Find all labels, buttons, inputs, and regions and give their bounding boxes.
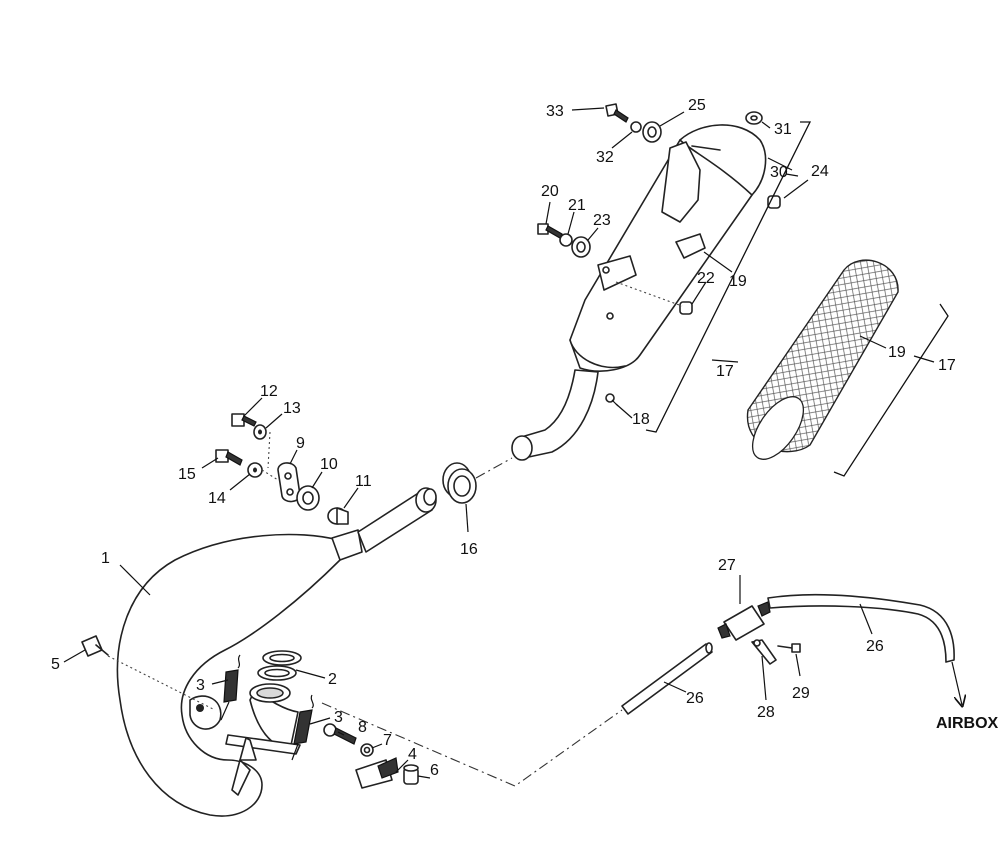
callout-26-right: 26 <box>866 638 884 655</box>
bolt-5 <box>81 635 109 657</box>
bolt-20 <box>537 223 563 239</box>
breather-hose-26-right <box>767 593 955 663</box>
callout-31: 31 <box>774 121 792 138</box>
bracket-9 <box>277 462 301 503</box>
callout-29: 29 <box>792 685 810 702</box>
washer-14 <box>247 462 263 478</box>
bolt-15 <box>215 449 243 466</box>
grommet-10 <box>296 485 320 511</box>
exhaust-flange <box>225 683 301 796</box>
callout-22: 22 <box>697 270 715 287</box>
bolt-8 <box>323 723 357 745</box>
callout-23: 23 <box>593 212 611 229</box>
grommet-25 <box>642 121 662 143</box>
callout-3-left: 3 <box>196 677 205 694</box>
callout-21: 21 <box>568 197 586 214</box>
callout-9: 9 <box>296 435 305 452</box>
callout-32: 32 <box>596 149 614 166</box>
bolt-33 <box>605 103 629 123</box>
coupler-16 <box>442 462 477 504</box>
spring-right <box>291 694 314 761</box>
bolt-29 <box>777 643 801 653</box>
callout-17-silencer: 17 <box>716 363 734 380</box>
spacer-6 <box>403 764 419 785</box>
washer-21 <box>559 233 573 247</box>
callout-3-right: 3 <box>334 709 343 726</box>
callout-33: 33 <box>546 103 564 120</box>
airbox-label: AIRBOX <box>936 715 999 732</box>
leader-lines <box>63 107 887 779</box>
washer-13 <box>253 424 267 440</box>
callout-25: 25 <box>688 97 706 114</box>
callout-8: 8 <box>358 719 367 736</box>
callout-20: 20 <box>541 183 559 200</box>
callout-17-mesh: 17 <box>938 357 956 374</box>
collar-24 <box>767 195 781 209</box>
clip-28 <box>751 639 777 665</box>
silencer-packing-mesh <box>746 259 899 460</box>
callout-10: 10 <box>320 456 338 473</box>
callout-5: 5 <box>51 656 60 673</box>
washer-7 <box>360 743 374 757</box>
callout-16: 16 <box>460 541 478 558</box>
check-valve-27 <box>717 601 771 641</box>
collar-11 <box>327 507 349 525</box>
silencer-inlet-pipe <box>511 369 599 461</box>
tail-pipe <box>357 487 437 553</box>
callout-11: 11 <box>355 473 372 490</box>
callout-27: 27 <box>718 557 736 574</box>
breather-hose-26-left <box>621 642 713 715</box>
callout-4: 4 <box>408 746 417 763</box>
mount-bracket-4 <box>355 757 399 789</box>
expansion-chamber-pipe <box>116 529 363 817</box>
callout-15: 15 <box>178 466 196 483</box>
callout-18: 18 <box>632 411 650 428</box>
callout-30: 30 <box>770 164 788 181</box>
callout-28: 28 <box>757 704 775 721</box>
callout-2: 2 <box>328 671 337 688</box>
assembly-bracket-17-silencer <box>645 121 812 433</box>
callout-labels: 1 2 3 3 4 5 6 7 8 9 10 11 12 13 14 15 16… <box>51 97 999 779</box>
spring-left <box>220 654 241 721</box>
callout-1: 1 <box>101 550 110 567</box>
collar-22 <box>679 301 693 315</box>
callout-19-mesh: 19 <box>888 344 906 361</box>
washer-32 <box>630 121 642 133</box>
washer-31 <box>745 111 763 125</box>
callout-6: 6 <box>430 762 439 779</box>
silencer-body <box>569 124 767 372</box>
callout-26-left: 26 <box>686 690 704 707</box>
callout-14: 14 <box>208 490 226 507</box>
grommet-23 <box>571 236 591 258</box>
callout-19-baffle: 19 <box>729 273 747 290</box>
callout-12: 12 <box>260 383 278 400</box>
callout-24: 24 <box>811 163 829 180</box>
callout-13: 13 <box>283 400 301 417</box>
callout-7: 7 <box>383 732 392 749</box>
gasket-rings <box>257 650 302 681</box>
bolt-12 <box>231 413 257 427</box>
assembly-bracket-17-mesh <box>833 303 949 477</box>
